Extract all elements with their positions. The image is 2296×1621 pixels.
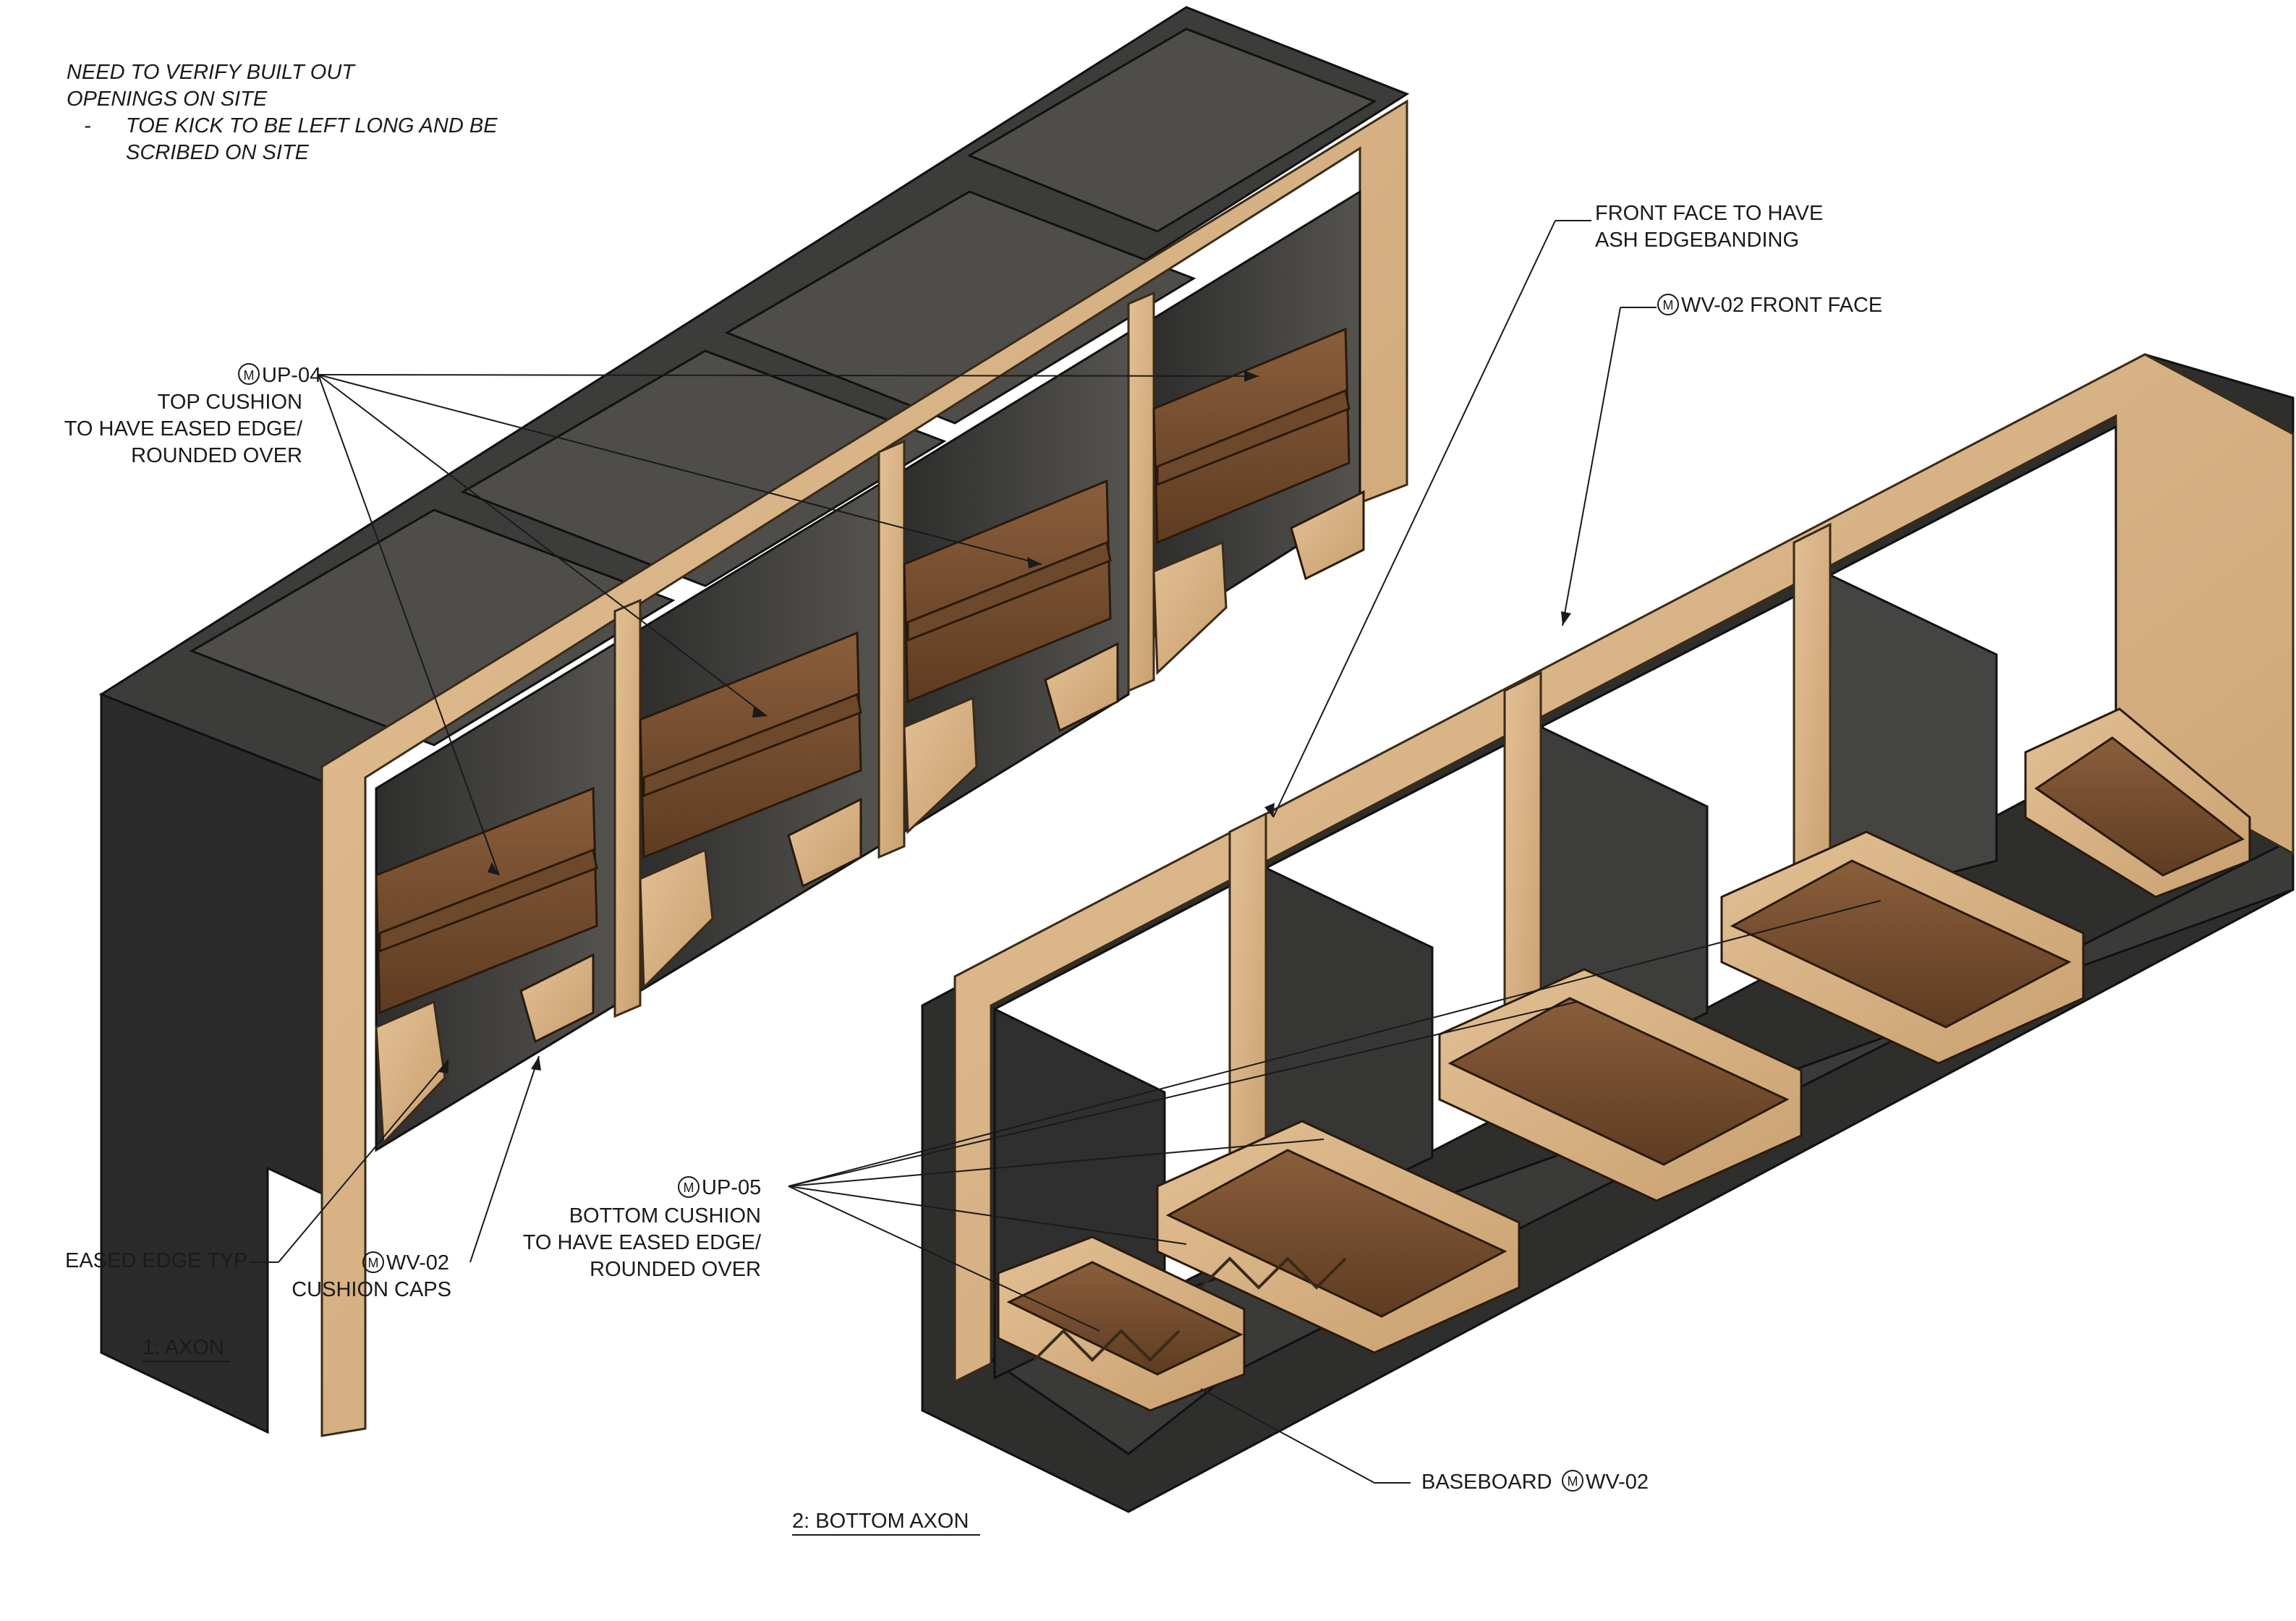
front-face-line-2: ASH EDGEBANDING — [1595, 229, 1799, 252]
view-title-axon: 1: AXON — [143, 1336, 224, 1359]
callout-up05: M UP-05 BOTTOM CUSHION TO HAVE EASED EDG… — [523, 1176, 762, 1281]
up04-tag: UP-04 — [262, 364, 321, 387]
material-symbol-icon — [678, 1176, 700, 1198]
leader-lines — [250, 220, 1882, 1484]
note-line-4: SCRIBED ON SITE — [126, 141, 309, 164]
callout-front-face: FRONT FACE TO HAVE ASH EDGEBANDING — [1595, 202, 1823, 252]
material-symbol: M — [1568, 1474, 1578, 1489]
up05-tag: UP-05 — [702, 1176, 761, 1199]
axon-front-frame — [320, 99, 1408, 1437]
axon-seat-4 — [1152, 327, 1365, 581]
wv02-caps-tag: WV-02 — [386, 1251, 449, 1275]
up04-line-2: TO HAVE EASED EDGE/ — [64, 417, 303, 441]
bottom-axon-view — [921, 353, 2295, 1513]
bottom-seat-4 — [1720, 830, 2085, 1065]
material-symbol-icon — [1657, 294, 1679, 315]
wv02-front-tag: WV-02 FRONT FACE — [1681, 294, 1882, 317]
material-symbol: M — [1663, 298, 1674, 312]
callout-baseboard: BASEBOARD M WV-02 — [1421, 1470, 1649, 1494]
baseboard-line-1: BASEBOARD — [1421, 1471, 1552, 1494]
material-symbol-icon — [1562, 1470, 1583, 1492]
axon-outer-caps — [375, 540, 1228, 1146]
wv02-caps-line-1: CUSHION CAPS — [292, 1278, 451, 1301]
callout-eased-edge: EASED EDGE TYP — [65, 1249, 248, 1272]
up04-line-1: TOP CUSHION — [158, 391, 302, 414]
axon-cushions — [375, 327, 1365, 1044]
callout-wv02-caps: M WV-02 CUSHION CAPS — [292, 1251, 451, 1301]
axon-seat-3 — [903, 479, 1119, 733]
bottom-seat-1 — [997, 1235, 1246, 1412]
up05-line-3: ROUNDED OVER — [590, 1258, 761, 1281]
note-bullet: - — [84, 114, 91, 137]
eased-edge-line-1: EASED EDGE TYP — [65, 1249, 248, 1272]
axon-seat-1 — [375, 786, 598, 1044]
view-title-bottom-axon: 2: BOTTOM AXON — [792, 1510, 969, 1533]
bottom-seat-3 — [1438, 968, 1803, 1202]
general-notes: NEED TO VERIFY BUILT OUT OPENINGS ON SIT… — [67, 59, 498, 166]
leader-arrowheads — [438, 370, 1571, 1073]
material-symbol: M — [684, 1180, 694, 1195]
material-symbol: M — [368, 1256, 379, 1270]
axon-posts — [613, 291, 1155, 1018]
bottom-seat-supports — [1033, 1256, 1347, 1362]
view-titles: 1: AXON 2: BOTTOM AXON — [143, 1336, 980, 1536]
up05-line-1: BOTTOM CUSHION — [569, 1204, 761, 1228]
material-symbol-icon — [362, 1251, 384, 1273]
up04-line-3: ROUNDED OVER — [131, 444, 302, 467]
up05-line-2: TO HAVE EASED EDGE/ — [523, 1231, 762, 1254]
callout-up04: M UP-04 TOP CUSHION TO HAVE EASED EDGE/ … — [64, 363, 321, 467]
callout-wv02-front: M WV-02 FRONT FACE — [1657, 294, 1882, 317]
axon-top-openings — [189, 27, 1377, 746]
note-line-2: OPENINGS ON SITE — [67, 88, 268, 111]
note-line-3: TOE KICK TO BE LEFT LONG AND BE — [126, 114, 498, 137]
note-line-1: NEED TO VERIFY BUILT OUT — [67, 61, 355, 84]
baseboard-tag: WV-02 — [1586, 1471, 1649, 1494]
bottom-seat-5 — [2024, 707, 2251, 898]
axon-seat-2 — [639, 631, 862, 888]
material-symbol: M — [244, 368, 255, 383]
material-symbol-icon — [238, 363, 260, 385]
bottom-cushions — [997, 707, 2251, 1412]
front-face-line-1: FRONT FACE TO HAVE — [1595, 202, 1823, 225]
bottom-seat-2 — [1156, 1120, 1521, 1354]
axon-view — [98, 6, 1410, 1437]
